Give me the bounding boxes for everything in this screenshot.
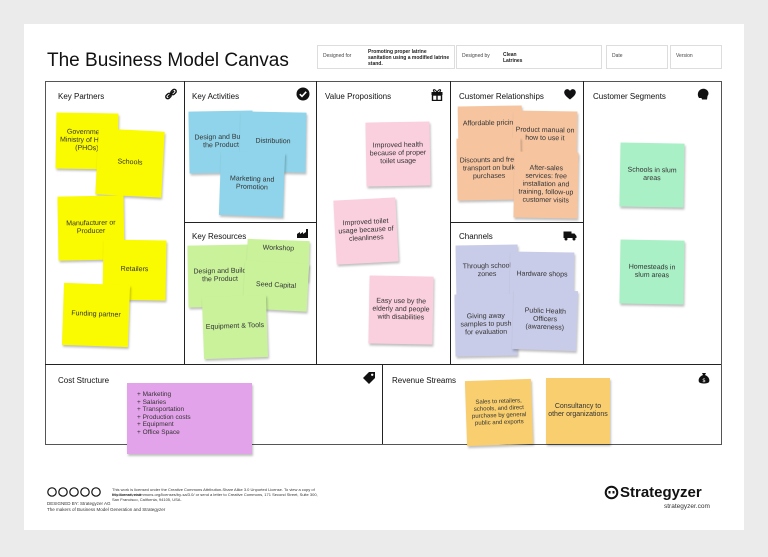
- cost-structure-title: Cost Structure: [58, 376, 110, 385]
- sticky-note[interactable]: Equipment & Tools: [201, 294, 269, 360]
- license-text-2: http://creativecommons.org/licenses/by-s…: [112, 492, 318, 502]
- key-resources-title: Key Resources: [192, 232, 247, 241]
- checkmark-icon: [296, 87, 310, 101]
- divider: [382, 364, 383, 444]
- designed-by-label: Designed by: [462, 53, 490, 59]
- link-icon: [165, 88, 177, 100]
- cost-items-note[interactable]: + Marketing + Salaries + Transportation …: [127, 383, 252, 454]
- price-tag-icon: [363, 372, 375, 384]
- sticky-note[interactable]: Improved toilet usage because of cleanli…: [333, 197, 399, 265]
- strategyzer-logo-icon: [604, 485, 619, 500]
- sticky-note[interactable]: Funding partner: [61, 282, 131, 348]
- cost-item: + Office Space: [137, 428, 180, 436]
- cost-item: + Production costs: [137, 413, 191, 421]
- designed-for-value: Promoting proper latrine sanitation usin…: [368, 49, 450, 67]
- designed-by-value: Clean Latrines: [503, 52, 523, 64]
- canvas-grid: [45, 81, 722, 445]
- strategyzer-brand: Strategyzer: [620, 484, 702, 501]
- sticky-note[interactable]: After-sales services: free installation …: [513, 151, 579, 219]
- sticky-note[interactable]: Discounts and free transport on bulk pur…: [456, 137, 522, 201]
- sticky-note[interactable]: Sales to retailers, schools, and direct …: [464, 378, 534, 447]
- sticky-note[interactable]: Public Health Officers (awareness): [511, 288, 579, 352]
- sticky-note[interactable]: Giving away samples to push for evaluati…: [454, 293, 518, 357]
- strategyzer-url[interactable]: strategyzer.com: [664, 503, 710, 510]
- divider: [583, 81, 584, 364]
- date-field[interactable]: Date: [606, 45, 668, 69]
- heart-icon: [564, 89, 576, 100]
- makers-text: The makers of Business Model Generation …: [47, 507, 166, 512]
- creative-commons-icons: [47, 487, 101, 497]
- cost-item: + Equipment: [137, 421, 174, 428]
- divider: [450, 222, 583, 223]
- gift-icon: [431, 89, 443, 101]
- key-activities-title: Key Activities: [192, 92, 240, 101]
- designed-by-credit: DESIGNED BY: Strategyzer AG: [47, 501, 111, 506]
- cost-item: + Transportation: [137, 406, 185, 413]
- revenue-streams-title: Revenue Streams: [392, 376, 457, 385]
- page-title: The Business Model Canvas: [47, 50, 289, 71]
- money-bag-icon: $: [698, 373, 710, 384]
- customer-relationships-title: Customer Relationships: [459, 92, 544, 101]
- divider: [316, 81, 317, 364]
- date-label: Date: [612, 53, 623, 59]
- sticky-note[interactable]: Consultancy to other organizations: [546, 378, 610, 444]
- sticky-note[interactable]: Schools in slum areas: [619, 142, 685, 208]
- sticky-note[interactable]: Improved health because of proper toilet…: [365, 121, 431, 187]
- divider: [45, 364, 721, 365]
- svg-text:$: $: [702, 378, 706, 384]
- divider: [184, 222, 316, 223]
- sticky-note[interactable]: Marketing and Promotion: [218, 150, 286, 218]
- key-partners-title: Key Partners: [58, 92, 105, 101]
- cost-item: + Marketing: [137, 391, 172, 398]
- sticky-note[interactable]: Schools: [95, 128, 165, 198]
- truck-icon: [563, 231, 577, 241]
- version-label: Version: [676, 53, 693, 59]
- designed-for-field[interactable]: Designed for Promoting proper latrine sa…: [317, 45, 455, 69]
- cost-items-list: + Marketing + Salaries + Transportation …: [137, 391, 191, 436]
- cost-item: + Salaries: [137, 398, 167, 406]
- customer-segments-title: Customer Segments: [593, 92, 666, 101]
- factory-icon: [297, 229, 308, 238]
- sticky-note[interactable]: Easy use by the elderly and people with …: [368, 275, 434, 345]
- channels-title: Channels: [459, 232, 493, 241]
- designed-for-label: Designed for: [323, 53, 352, 59]
- license-text: This work is licensed under the Creative…: [112, 487, 315, 497]
- value-propositions-title: Value Propositions: [325, 92, 392, 101]
- sticky-note[interactable]: Homesteads in slum areas: [619, 239, 685, 305]
- user-head-icon: [697, 88, 709, 100]
- version-field[interactable]: Version: [670, 45, 722, 69]
- designed-by-field[interactable]: Designed by Clean Latrines: [456, 45, 602, 69]
